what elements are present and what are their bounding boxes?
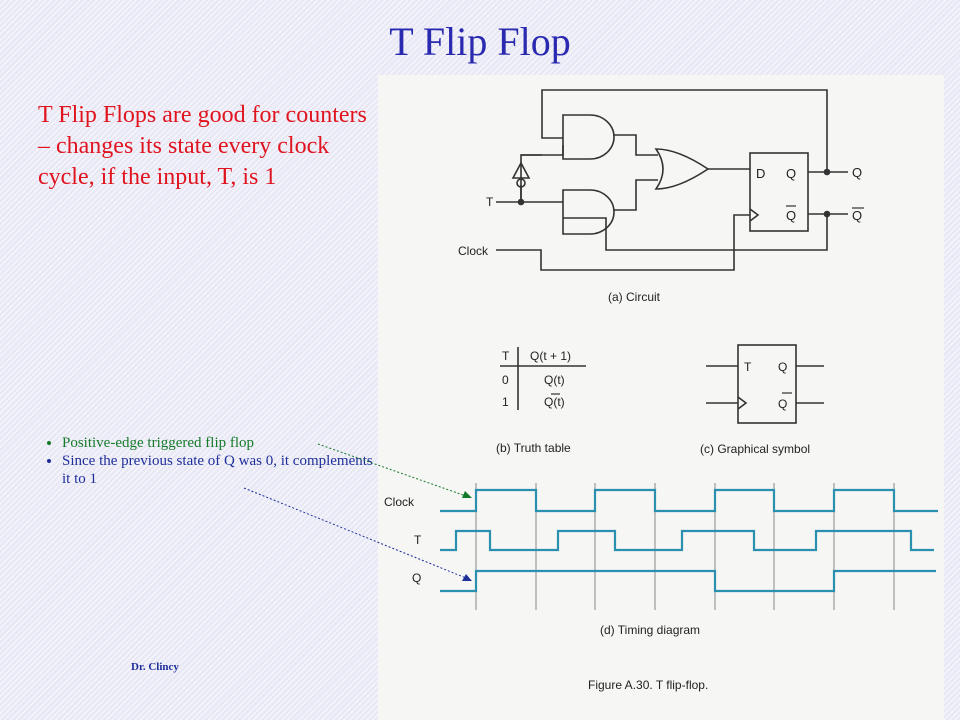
tt-row0-t: 0 (502, 373, 509, 387)
truth-table-caption: (b) Truth table (496, 441, 571, 455)
t-flipflop-symbol (737, 344, 797, 424)
bullet-complement: Since the previous state of Q was 0, it … (62, 452, 382, 488)
figure-caption: Figure A.30. T flip-flop. (588, 678, 708, 692)
clock-waveform (440, 488, 938, 513)
timing-t-label: T (414, 533, 422, 547)
author-footer: Dr. Clincy (131, 661, 179, 673)
tt-header-t: T (502, 349, 510, 363)
bullet-positive-edge: Positive-edge triggered flip flop (62, 434, 382, 452)
tt-row1-t: 1 (502, 395, 509, 409)
q-waveform (440, 569, 936, 593)
and-gate-upper (562, 114, 615, 160)
input-clock-label: Clock (458, 244, 489, 258)
tt-row0-q: Q(t) (544, 373, 565, 387)
symbol-qbar-label: Q (778, 397, 787, 411)
dff-q-label: Q (786, 166, 796, 181)
dff-d-label: D (756, 166, 765, 181)
output-qbar-label: Q (852, 208, 862, 223)
symbol-q-label: Q (778, 360, 787, 374)
tt-header-q: Q(t + 1) (530, 349, 571, 363)
t-waveform (440, 529, 934, 552)
and-gate-lower (562, 189, 615, 235)
tt-row1-q: Q(t) (544, 395, 565, 409)
symbol-caption: (c) Graphical symbol (700, 442, 810, 456)
bullet-list: Positive-edge triggered flip flop Since … (48, 434, 382, 488)
figure-drawing: D Q Q T Clock Q Q (a) Circuit T Q(t + 1)… (384, 89, 938, 692)
symbol-t-label: T (744, 360, 752, 374)
or-gate (654, 148, 710, 190)
textbook-figure: D Q Q T Clock Q Q (a) Circuit T Q(t + 1)… (378, 75, 944, 720)
truth-table-lines (500, 347, 586, 410)
timing-caption: (d) Timing diagram (600, 623, 700, 637)
dff-qbar-label: Q (786, 208, 796, 223)
input-t-label: T (486, 195, 494, 209)
output-q-label: Q (852, 165, 862, 180)
circuit-caption: (a) Circuit (608, 290, 661, 304)
timing-q-label: Q (412, 571, 421, 585)
timing-clock-label: Clock (384, 495, 415, 509)
d-flipflop-box (749, 152, 809, 232)
intro-text: T Flip Flops are good for counters – cha… (38, 102, 367, 190)
inverter-gate (511, 161, 531, 179)
slide-title: T Flip Flop (389, 19, 571, 64)
